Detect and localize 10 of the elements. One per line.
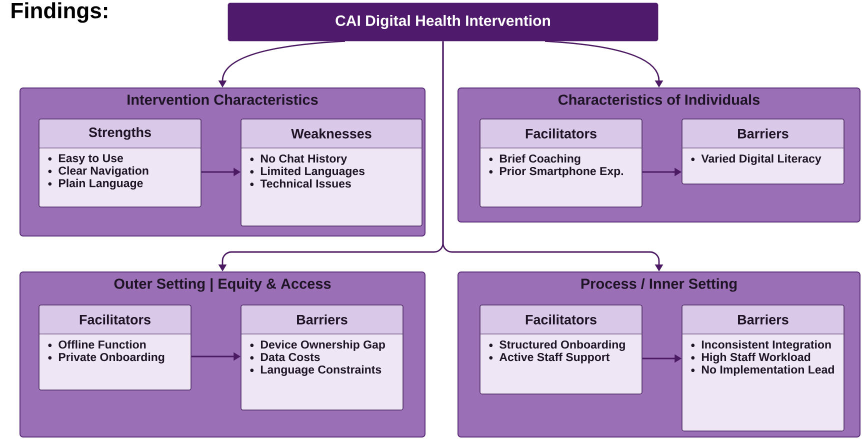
- list-card: Barriers Inconsistent Integration High Staff Workload No Implementation Lead: [682, 304, 844, 432]
- list-card: Barriers Device Ownership Gap Data Costs Language Constraints: [240, 304, 404, 410]
- list-card: Barriers Varied Digital Literacy: [682, 118, 844, 184]
- list-card: Strengths Easy to Use Clear Navigation Plain Language: [38, 118, 202, 208]
- list-card: Weaknesses No Chat History Limited Languages Technical Issues: [240, 118, 422, 226]
- title-box: CAI Digital Health Intervention: [228, 2, 658, 42]
- list-card: Facilitators Brief Coaching Prior Smartphone Exp.: [480, 118, 642, 208]
- list-card: Facilitators Offline Function Private Onboarding: [38, 304, 192, 390]
- page-heading: Findings:: [12, 2, 108, 23]
- list-card: Facilitators Structured Onboarding Active Staff Support: [480, 304, 642, 394]
